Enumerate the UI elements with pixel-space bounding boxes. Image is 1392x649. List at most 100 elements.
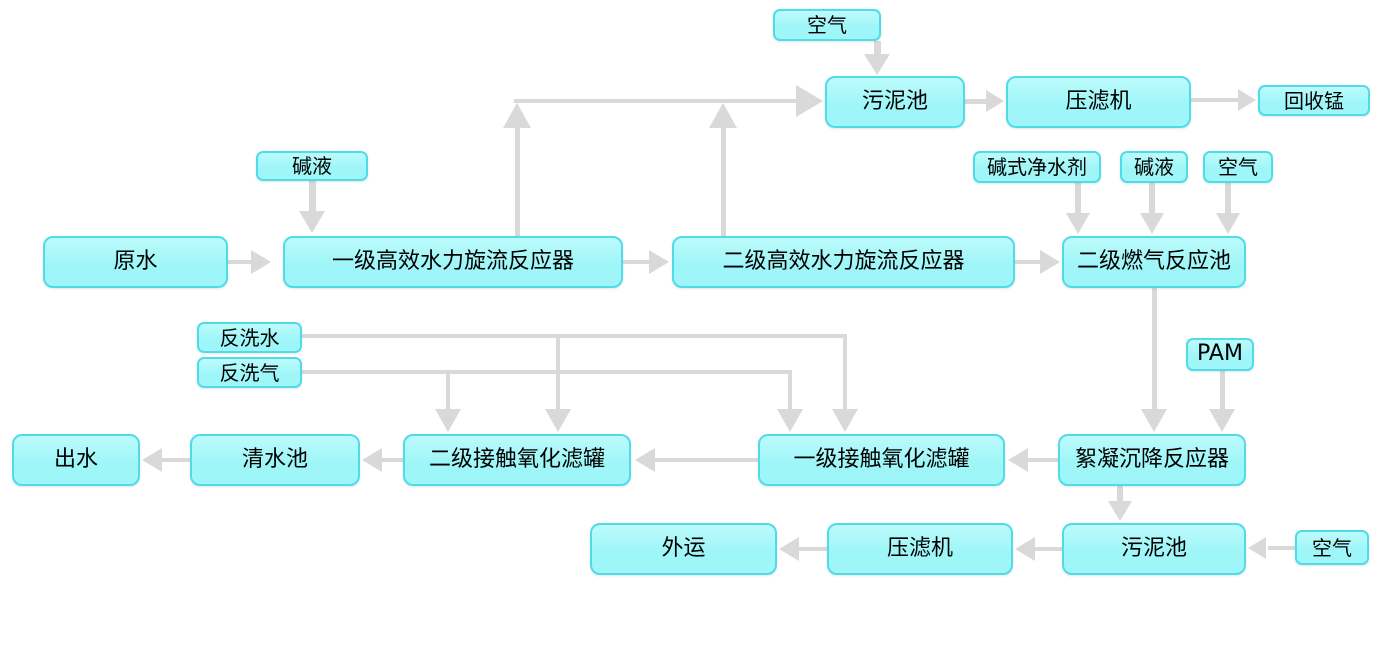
node-label: 出水: [53, 446, 98, 472]
node-label: 二级高效水力旋流反应器: [722, 248, 965, 274]
flow-line: [302, 334, 847, 338]
node-label: 反洗气: [219, 360, 280, 385]
flow-line: [1117, 486, 1123, 502]
flow-line: [1028, 458, 1058, 462]
node-transport-out: 外运: [590, 523, 777, 575]
arrowhead-down-icon: [864, 54, 890, 75]
node-label: 清水池: [241, 446, 308, 472]
arrowhead-down-icon: [545, 409, 571, 432]
flow-line: [302, 370, 792, 374]
node-clear-water-pool: 清水池: [190, 434, 360, 486]
flow-line: [1151, 288, 1157, 410]
node-basic-purifier: 碱式净水剂: [973, 151, 1101, 183]
flow-line: [1225, 183, 1231, 214]
arrowhead-left-icon: [635, 448, 655, 472]
node-contact-filter-1: 一级接触氧化滤罐: [758, 434, 1005, 486]
node-flocculation-reactor: 絮凝沉降反应器: [1058, 434, 1246, 486]
node-filter-press-top: 压滤机: [1006, 76, 1191, 128]
arrowhead-down-icon: [299, 211, 325, 233]
node-label: PAM: [1197, 341, 1243, 367]
node-label: 一级接触氧化滤罐: [793, 446, 970, 472]
arrowhead-down-icon: [832, 409, 858, 432]
flow-line: [514, 99, 797, 103]
flow-line: [308, 180, 316, 212]
node-label: 碱式净水剂: [987, 155, 1087, 179]
flow-line: [788, 372, 792, 410]
node-air-bottom: 空气: [1295, 530, 1369, 565]
flow-line: [1015, 260, 1041, 264]
node-air-top: 空气: [773, 9, 881, 41]
node-filter-press-bottom: 压滤机: [827, 523, 1013, 575]
node-contact-filter-2: 二级接触氧化滤罐: [403, 434, 631, 486]
node-gas-reaction-pool-2: 二级燃气反应池: [1062, 236, 1246, 288]
node-label: 污泥池: [1120, 535, 1187, 561]
arrowhead-left-icon: [1008, 448, 1028, 472]
node-cyclone-reactor-1: 一级高效水力旋流反应器: [283, 236, 623, 288]
node-effluent: 出水: [12, 434, 140, 486]
node-label: 空气: [1312, 535, 1352, 560]
arrowhead-right-icon: [796, 85, 823, 117]
node-label: 碱液: [1134, 155, 1174, 179]
flow-line: [720, 128, 726, 236]
arrowhead-left-icon: [1248, 537, 1266, 559]
arrowhead-down-icon: [1216, 213, 1240, 234]
arrowhead-down-icon: [1066, 213, 1090, 234]
node-air-right: 空气: [1203, 151, 1273, 183]
flow-line: [1035, 547, 1062, 551]
node-label: 压滤机: [886, 535, 953, 561]
flow-line: [1219, 371, 1225, 410]
arrowhead-down-icon: [1140, 213, 1164, 234]
node-cyclone-reactor-2: 二级高效水力旋流反应器: [672, 236, 1015, 288]
node-backwash-gas: 反洗气: [197, 357, 302, 388]
arrowhead-left-icon: [142, 448, 162, 472]
arrowhead-down-icon: [435, 409, 461, 432]
node-label: 空气: [1218, 155, 1258, 179]
flow-line: [446, 372, 450, 410]
node-label: 絮凝沉降反应器: [1074, 446, 1229, 472]
flow-line: [1075, 183, 1081, 214]
arrowhead-left-icon: [362, 448, 382, 472]
node-label: 二级接触氧化滤罐: [428, 446, 605, 472]
arrowhead-down-icon: [1141, 409, 1167, 432]
node-label: 一级高效水力旋流反应器: [331, 248, 574, 274]
node-label: 污泥池: [861, 88, 928, 114]
flow-line: [162, 458, 190, 462]
node-label: 二级燃气反应池: [1076, 248, 1231, 274]
node-sludge-pool-bottom: 污泥池: [1062, 523, 1246, 575]
flow-line: [873, 41, 881, 55]
node-label: 碱液: [292, 154, 332, 178]
node-recycle-manganese: 回收锰: [1258, 85, 1370, 116]
node-pam: PAM: [1186, 338, 1254, 371]
arrowhead-left-icon: [1015, 537, 1035, 561]
arrowhead-right-icon: [649, 250, 669, 274]
flow-line: [623, 260, 650, 264]
flow-line: [514, 128, 520, 236]
arrowhead-left-icon: [779, 537, 799, 561]
arrowhead-up-icon: [709, 103, 737, 128]
arrowhead-right-icon: [1040, 250, 1060, 274]
flow-line: [1191, 98, 1239, 102]
arrowhead-up-icon: [503, 103, 531, 128]
flow-line: [1268, 546, 1295, 550]
node-label: 回收锰: [1284, 88, 1344, 113]
flow-line: [843, 336, 847, 410]
arrowhead-down-icon: [777, 409, 803, 432]
arrowhead-right-icon: [1238, 89, 1256, 111]
node-alkali-top: 碱液: [256, 151, 368, 181]
flow-line: [228, 260, 252, 264]
node-raw-water: 原水: [43, 236, 228, 288]
node-backwash-water: 反洗水: [197, 322, 302, 353]
arrowhead-down-icon: [1108, 501, 1132, 521]
flow-line: [1149, 183, 1155, 214]
node-label: 反洗水: [219, 325, 280, 350]
node-label: 空气: [807, 13, 847, 37]
node-alkali-right: 碱液: [1120, 151, 1188, 183]
flow-line: [382, 458, 403, 462]
arrowhead-down-icon: [1209, 409, 1235, 432]
flow-line: [655, 458, 758, 462]
flow-line: [799, 547, 827, 551]
arrowhead-right-icon: [251, 250, 271, 274]
node-label: 外运: [661, 535, 706, 561]
node-sludge-pool-top: 污泥池: [825, 76, 965, 128]
